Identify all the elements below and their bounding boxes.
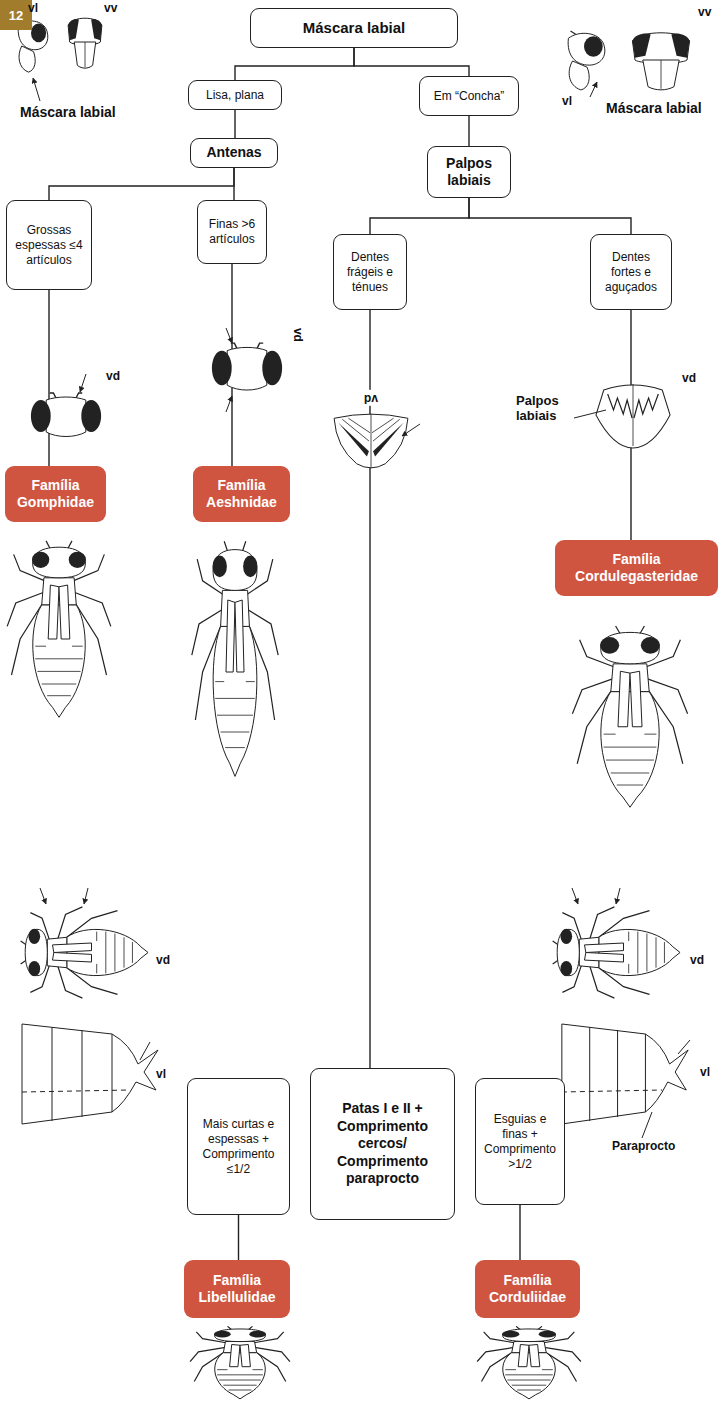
character-box: Palpos labiais	[427, 146, 511, 198]
connector-line	[354, 48, 469, 76]
box-text: Máscara labial	[303, 19, 406, 38]
view-label: vd	[690, 954, 704, 968]
leader-arrow	[84, 888, 88, 904]
view-label: vl	[700, 1066, 710, 1080]
leader-arrow	[226, 328, 232, 343]
box-text: Família Cordulegasteridae	[563, 551, 710, 585]
leader-line	[574, 410, 606, 418]
choice-box: Mais curtas e espessas + Comprimento ≤1/…	[187, 1078, 290, 1215]
view-label: vd	[106, 370, 120, 384]
family-result-box: Família Libellulidae	[184, 1260, 290, 1318]
box-text: 12	[9, 8, 23, 23]
choice-box: Finas >6 artículos	[197, 200, 267, 264]
nymph-dorsal-view	[21, 907, 148, 998]
box-text: Mais curtas e espessas + Comprimento ≤1/…	[194, 1117, 283, 1177]
connector-line	[49, 168, 234, 200]
part-label: Paraprocto	[612, 1140, 675, 1154]
choice-box: Lisa, plana	[188, 80, 282, 110]
view-label: vd	[362, 390, 380, 406]
leader-line	[642, 1112, 652, 1138]
box-text: Família Aeshnidae	[201, 477, 282, 511]
head-side-view	[568, 31, 605, 90]
view-label: vd	[682, 372, 696, 386]
view-label: vd	[156, 954, 170, 968]
head-ventral-view	[632, 33, 689, 90]
leader-line	[140, 1042, 150, 1060]
abdomen-side-view	[562, 1024, 688, 1124]
leader-arrow	[590, 82, 597, 97]
box-text: Família Corduliidae	[483, 1272, 572, 1306]
box-text: Esguias e finas + Comprimento >1/2	[482, 1112, 558, 1172]
family-result-box: Família Gomphidae	[5, 466, 106, 522]
box-text: Finas >6 artículos	[204, 217, 260, 247]
box-text: Grossas espessas ≤4 artículos	[13, 223, 85, 268]
connector-line	[468, 116, 469, 146]
connector-line	[234, 110, 235, 138]
box-text: Patas I e II + Comprimento cercos/ Compr…	[331, 1100, 434, 1188]
view-label: vv	[104, 2, 117, 16]
connector-line	[233, 168, 234, 200]
box-text: Dentes fortes e aguçados	[597, 250, 665, 295]
head-ventral-view	[68, 18, 102, 68]
box-text: Lisa, plana	[206, 88, 264, 103]
character-box: Patas I e II + Comprimento cercos/ Compr…	[310, 1068, 455, 1220]
connector-line	[519, 1205, 520, 1260]
labial-palp-figure	[596, 384, 670, 448]
leader-arrow	[226, 396, 232, 412]
choice-box: Grossas espessas ≤4 artículos	[6, 200, 92, 290]
labial-palp-figure	[334, 414, 408, 468]
choice-box: Esguias e finas + Comprimento >1/2	[475, 1078, 565, 1205]
box-text: Família Libellulidae	[192, 1272, 282, 1306]
leader-arrow	[40, 888, 46, 904]
choice-box: Dentes frágeis e ténues	[333, 234, 407, 310]
nymph-drawing	[190, 1326, 290, 1399]
nymph-drawing	[572, 626, 687, 807]
part-label: Palpos labiais	[516, 394, 576, 424]
leader-arrow	[572, 888, 578, 904]
view-label: vd	[290, 328, 304, 342]
abdomen-side-view	[22, 1024, 158, 1124]
page-badge: 12	[0, 0, 32, 30]
box-text: Família Gomphidae	[13, 477, 98, 511]
box-text: Em “Concha”	[434, 89, 505, 104]
head-dorsal-view	[31, 393, 101, 437]
leader-arrow	[80, 374, 86, 392]
box-text: Dentes frágeis e ténues	[340, 250, 400, 295]
leader-arrow	[33, 78, 40, 101]
choice-box: Em “Concha”	[419, 76, 519, 116]
family-result-box: Família Corduliidae	[475, 1260, 580, 1318]
connector-line	[469, 198, 631, 234]
leader-line	[678, 1040, 690, 1054]
character-box: Antenas	[190, 138, 278, 168]
part-label: Máscara labial	[606, 100, 702, 116]
nymph-drawing	[477, 1326, 581, 1399]
connector-line	[370, 198, 469, 234]
connector-line	[238, 1215, 239, 1260]
nymph-drawing	[192, 541, 278, 776]
choice-box: Dentes fortes e aguçados	[590, 234, 672, 310]
connector-line	[48, 290, 49, 466]
view-label: vv	[698, 6, 711, 20]
family-result-box: Família Aeshnidae	[193, 466, 290, 522]
view-label: vl	[562, 95, 572, 109]
leader-arrow	[616, 888, 620, 904]
box-text: Palpos labiais	[434, 155, 504, 190]
box-text: Antenas	[206, 144, 261, 162]
nymph-drawing	[7, 541, 111, 717]
family-result-box: Família Cordulegasteridae	[555, 540, 718, 596]
leader-arrow	[402, 424, 420, 436]
part-label: Máscara labial	[20, 104, 116, 120]
connector-line	[235, 48, 354, 80]
head-dorsal-view	[212, 343, 282, 390]
view-label: vl	[156, 1068, 166, 1082]
key-root-box: Máscara labial	[250, 8, 458, 48]
view-label: vl	[28, 2, 38, 16]
nymph-dorsal-view	[553, 907, 680, 998]
